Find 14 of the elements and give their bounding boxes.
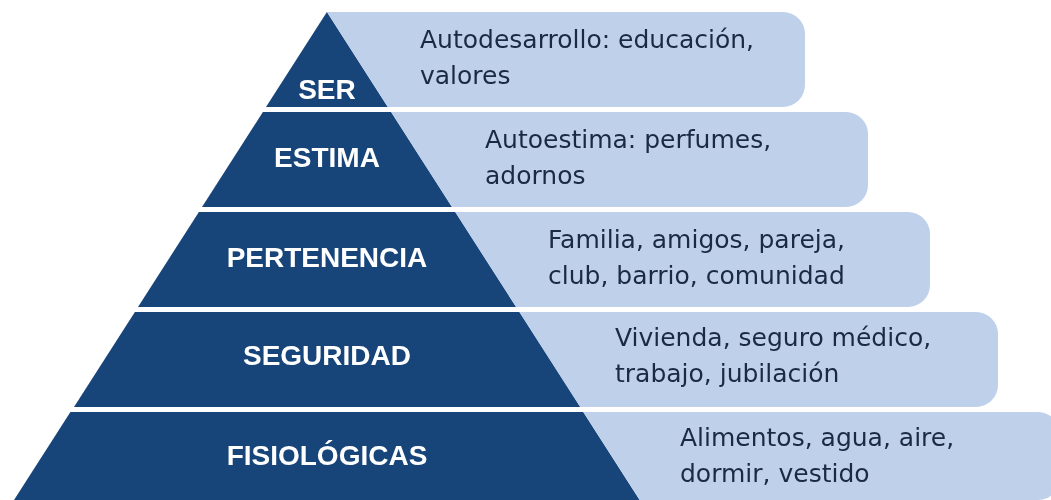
level-label: FISIOLÓGICAS [225, 439, 429, 473]
description-band [455, 212, 930, 307]
description-band [519, 312, 998, 407]
level-label: PERTENENCIA [225, 241, 429, 275]
level-label: SER [297, 73, 357, 107]
description-text: Autodesarrollo: educación, valores [420, 24, 755, 92]
description-band [391, 112, 868, 207]
description-text: Vivienda, seguro médico, trabajo, jubilación [615, 322, 933, 390]
description-text: Familia, amigos, pareja, club, barrio, comunidad [548, 224, 846, 292]
level-label: ESTIMA [273, 141, 381, 175]
description-band [583, 412, 1051, 500]
description-text: Alimentos, agua, aire, dormir, vestido [680, 422, 956, 490]
level-label: SEGURIDAD [241, 339, 412, 373]
description-text: Autoestima: perfumes, adornos [485, 124, 773, 192]
